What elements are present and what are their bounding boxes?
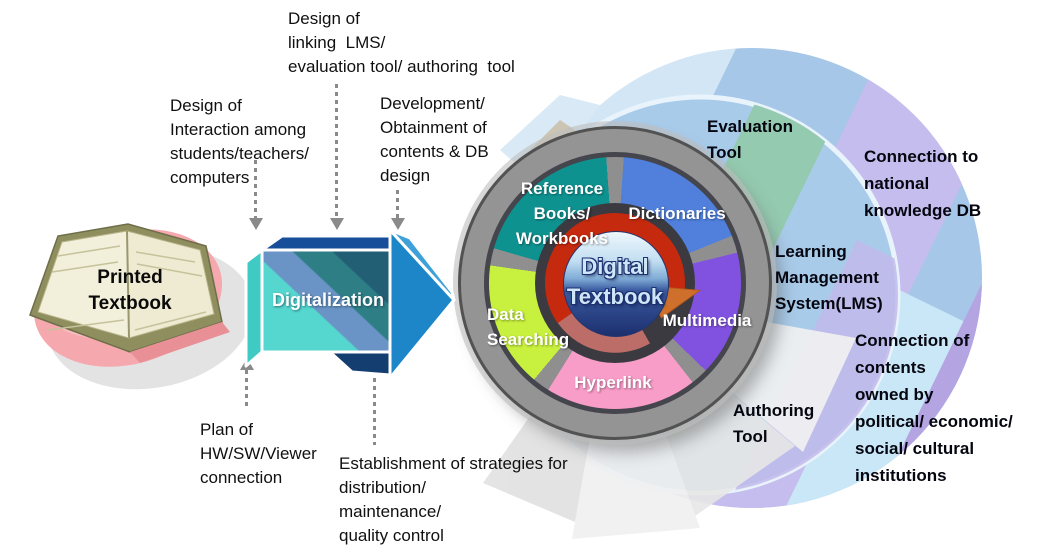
label-authoring-tool: Authoring Tool <box>733 401 815 446</box>
segment-label-data-searching: Data Searching <box>487 305 570 349</box>
segment-label-reference: Reference Books/ Workbooks <box>515 179 609 248</box>
dotted-arrow-down-icon <box>391 190 405 230</box>
dotted-arrow-down-icon <box>330 84 344 230</box>
note-development: Development/ Obtainment of contents & DB… <box>380 94 489 185</box>
digitalization-label: Digitalization <box>272 290 384 310</box>
digital-textbook-label: Digital Textbook <box>566 254 664 309</box>
label-evaluation-tool: Evaluation Tool <box>707 117 793 162</box>
segment-label-multimedia: Multimedia <box>662 311 752 330</box>
segment-label-hyperlink: Hyperlink <box>574 373 652 392</box>
note-establishment: Establishment of strategies for distribu… <box>339 454 568 545</box>
dotted-arrow-down-icon <box>249 160 263 230</box>
note-plan: Plan of HW/SW/Viewer connection <box>200 420 317 487</box>
note-design-linking: Design of linking LMS/ evaluation tool/ … <box>288 9 515 76</box>
label-institutions: Connection of contents owned by politica… <box>855 331 1013 485</box>
printed-textbook-label: Printed Textbook <box>88 267 172 314</box>
segment-label-dictionaries: Dictionaries <box>628 204 726 223</box>
label-lms: Learning Management System(LMS) <box>775 242 883 313</box>
note-design-interaction: Design of Interaction among students/tea… <box>170 96 309 187</box>
digital-textbook-core <box>563 231 669 337</box>
label-national-knowledge-db: Connection to national knowledge DB <box>864 147 982 220</box>
